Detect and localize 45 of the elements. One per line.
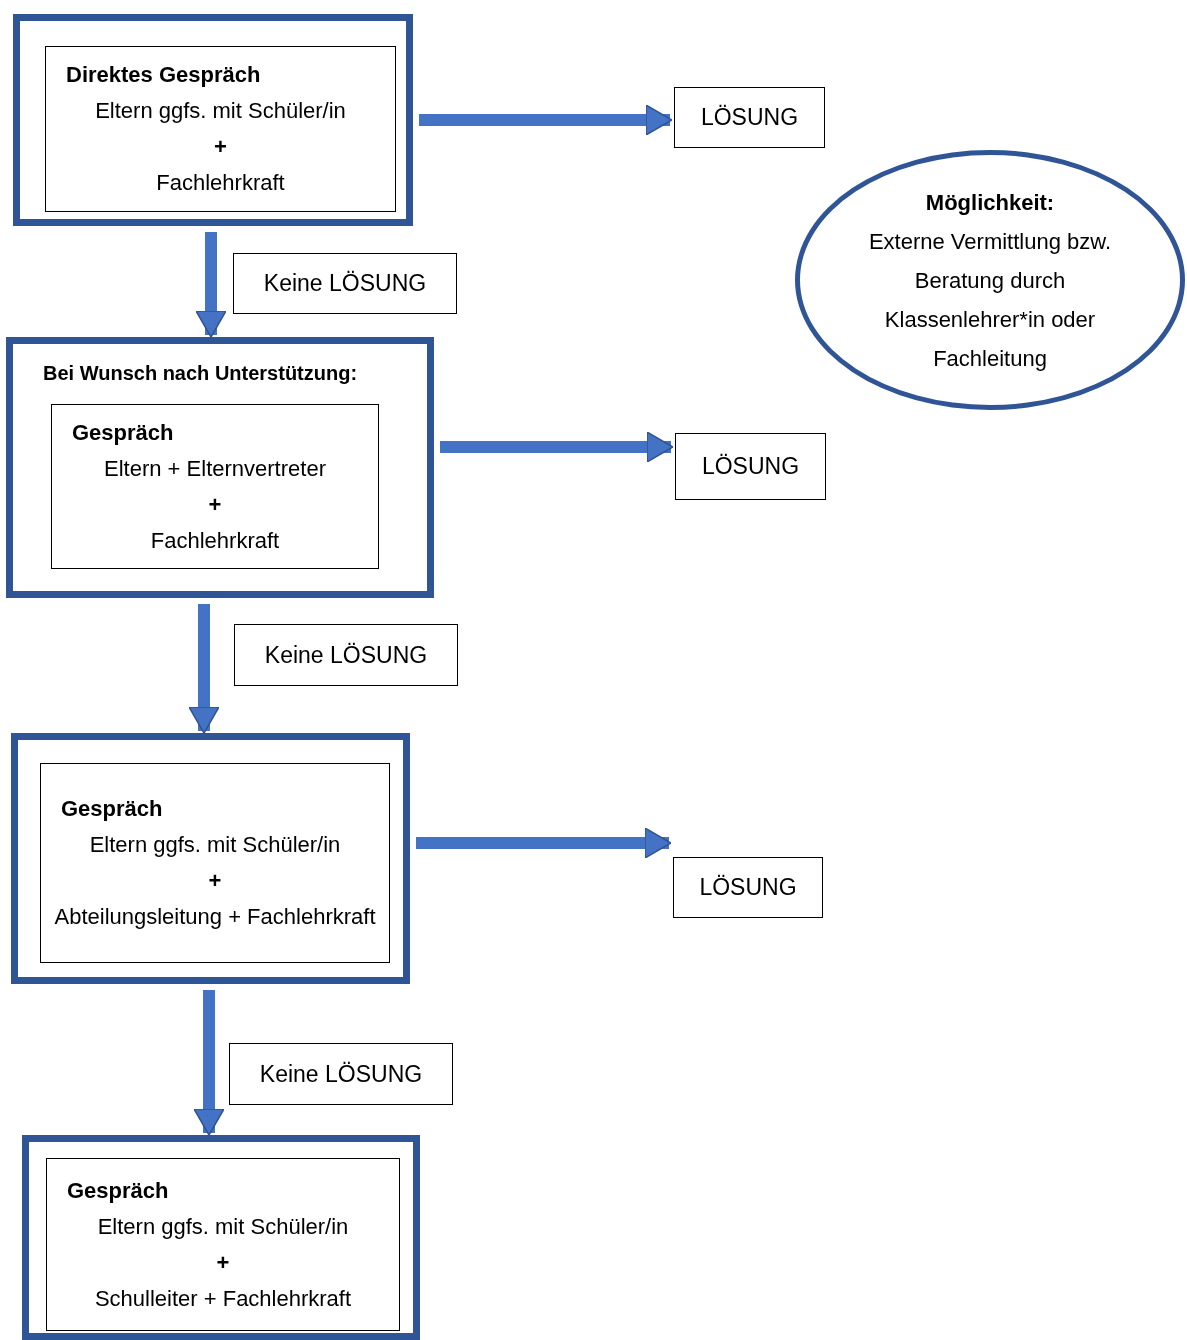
plus-sign: +: [214, 133, 227, 161]
arrow: [188, 604, 220, 734]
conversation-box: [51, 404, 379, 569]
conversation-box: [40, 763, 390, 963]
arrow: [440, 431, 674, 463]
outcome-label: LÖSUNG: [701, 453, 800, 480]
arrow: [416, 827, 672, 859]
body-text: Schulleiter + Fachlehrkraft: [94, 1284, 352, 1313]
body-text: Fachlehrkraft: [150, 526, 280, 555]
outcome-box: [229, 1043, 453, 1105]
outcome-box: [673, 857, 823, 918]
conversation-box: [45, 46, 396, 212]
step-frame: [22, 1135, 420, 1340]
body-text: Eltern ggfs. mit Schüler/in: [97, 1212, 349, 1241]
outcome-box: [234, 624, 458, 686]
step-frame: [13, 14, 413, 226]
conversation-box: [46, 1158, 400, 1331]
outcome-label: Keine LÖSUNG: [264, 641, 428, 669]
arrow: [195, 232, 227, 338]
step-frame: [6, 337, 434, 598]
body-text: Eltern ggfs. mit Schüler/in: [95, 97, 346, 125]
body-text: Eltern ggfs. mit Schüler/in: [89, 831, 341, 859]
body-text: Abteilungsleitung + Fachlehrkraft: [54, 903, 376, 931]
plus-sign: +: [208, 867, 222, 895]
body-text: Fachlehrkraft: [156, 169, 285, 197]
outcome-box: [675, 433, 826, 500]
plus-sign: +: [216, 1248, 230, 1277]
outcome-label: Keine LÖSUNG: [259, 1060, 423, 1088]
heading: Gespräch: [66, 1176, 169, 1205]
heading: Möglichkeit:: [925, 188, 1055, 217]
step-heading: Bei Wunsch nach Unterstützung:: [43, 362, 358, 385]
heading: Direktes Gespräch: [65, 61, 261, 89]
arrow: [419, 104, 673, 136]
heading: Gespräch: [71, 418, 174, 447]
plus-sign: +: [208, 490, 222, 519]
arrow: [193, 990, 225, 1136]
step-frame: [11, 733, 410, 984]
body-text: Eltern + Elternvertreter: [104, 454, 326, 483]
outcome-box: [233, 253, 457, 314]
outcome-box: [674, 87, 825, 148]
outcome-label: LÖSUNG: [700, 104, 799, 131]
outcome-label: Keine LÖSUNG: [263, 270, 427, 297]
body-text: Externe Vermittlung bzw. Beratung durch Klassenlehrer*in oder Fachleitung: [867, 227, 1113, 373]
heading: Gespräch: [60, 795, 163, 823]
outcome-label: LÖSUNG: [699, 874, 797, 901]
